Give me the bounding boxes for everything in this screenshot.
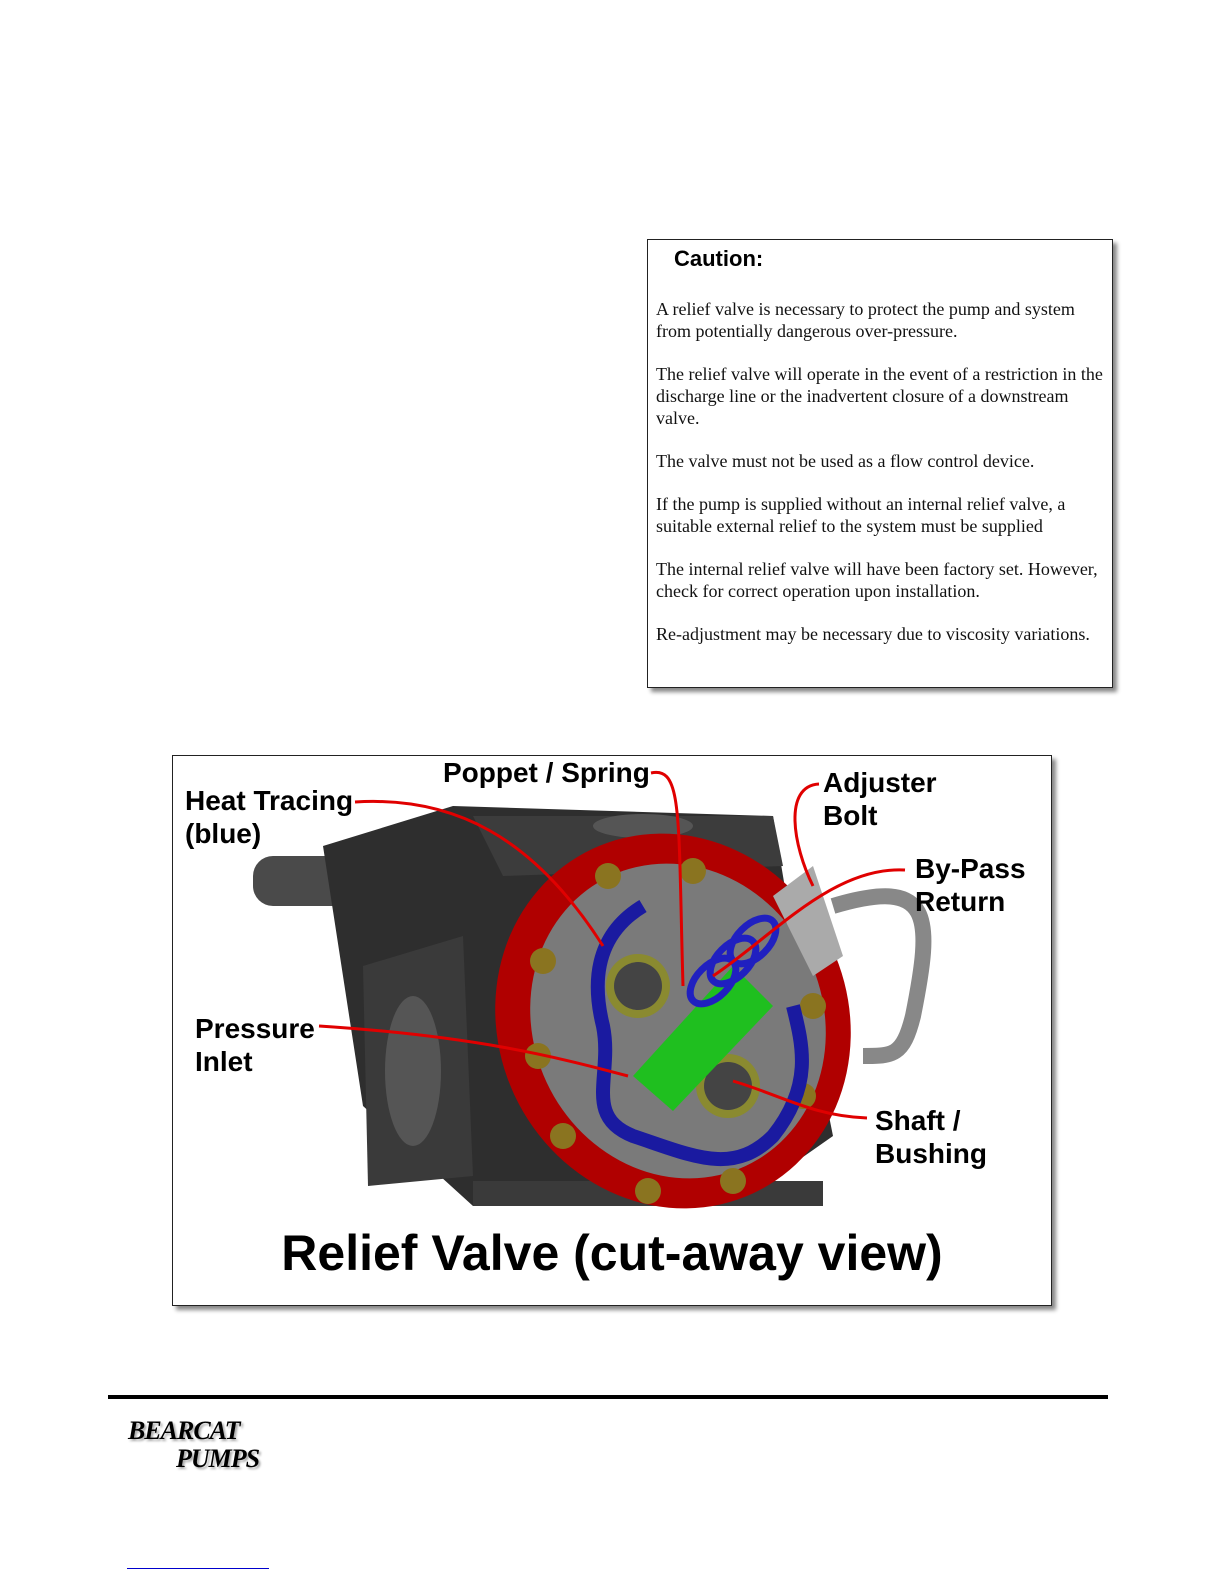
caution-paragraph: The valve must not be used as a flow con… <box>656 451 1035 471</box>
footer-link-underline[interactable] <box>127 1568 269 1569</box>
footer-rule <box>108 1395 1108 1399</box>
caution-paragraph: The internal relief valve will have been… <box>656 559 1098 601</box>
pump-cutaway-illustration <box>253 770 932 1209</box>
caution-box: Caution: A relief valve is necessary to … <box>647 239 1113 688</box>
relief-valve-figure: Heat Tracing (blue) Poppet / Spring Adju… <box>172 755 1052 1306</box>
caution-paragraph: If the pump is supplied without an inter… <box>656 494 1066 536</box>
label-bypass-return: By-Pass Return <box>915 853 1026 917</box>
label-poppet-spring: Poppet / Spring <box>443 757 650 788</box>
label-heat-tracing: Heat Tracing (blue) <box>185 785 354 849</box>
label-shaft-bushing: Shaft / Bushing <box>875 1105 987 1169</box>
bearcat-pumps-logo: BEARCAT PUMPS <box>128 1416 260 1473</box>
label-adjuster-bolt: Adjuster Bolt <box>823 767 937 831</box>
label-pressure-inlet: Pressure Inlet <box>195 1013 315 1077</box>
logo-line2: PUMPS <box>176 1444 260 1473</box>
logo-line1: BEARCAT <box>128 1416 241 1445</box>
figure-title: Relief Valve (cut-away view) <box>281 1225 943 1281</box>
caution-paragraph: Re-adjustment may be necessary due to vi… <box>656 624 1090 644</box>
caution-paragraph: The relief valve will operate in the eve… <box>656 364 1103 428</box>
caution-paragraph: A relief valve is necessary to protect t… <box>656 299 1075 341</box>
caution-title: Caution: <box>674 246 764 271</box>
